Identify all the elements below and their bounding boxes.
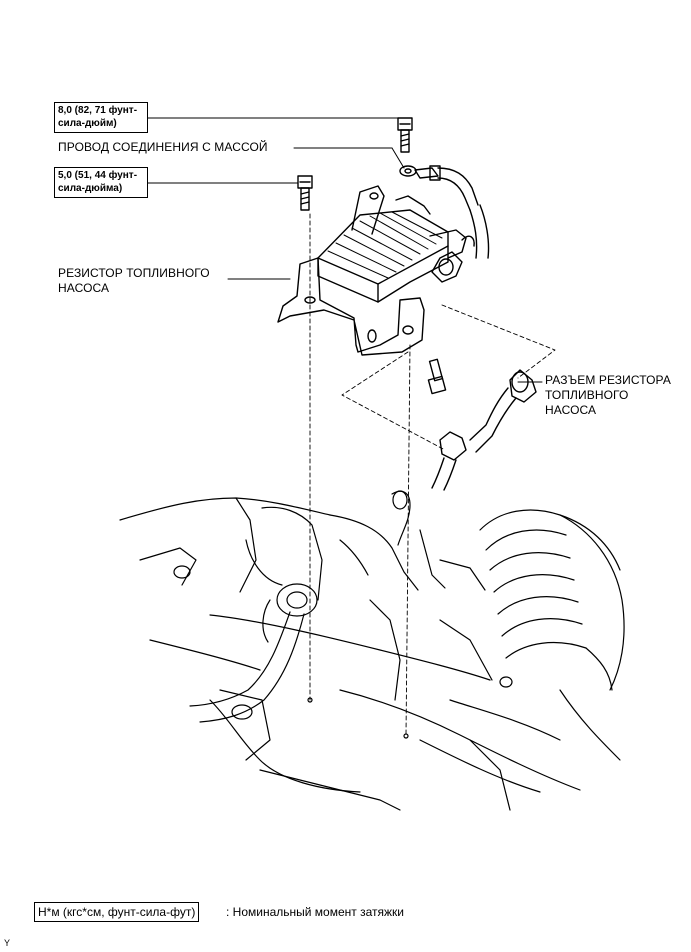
- ground-wire-callout: ПРОВОД СОЕДИНЕНИЯ С МАССОЙ: [58, 140, 268, 154]
- resistor-callout-line2: НАСОСА: [58, 281, 110, 295]
- vehicle-body: [119, 490, 625, 811]
- resistor-bracket: [277, 185, 431, 356]
- connector-harness: [431, 369, 537, 491]
- dashed-alignment-lines: [309, 213, 556, 736]
- torque-legend-box: Н*м (кгс*см, фунт-сила-фут): [34, 902, 200, 922]
- resistor-callout: РЕЗИСТОР ТОПЛИВНОГО НАСОСА: [58, 266, 210, 296]
- torque-label-upper-bolt: 8,0 (82, 71 фунт- сила-дюйм): [54, 102, 148, 133]
- torque-lower-line2: сила-дюйма): [58, 183, 123, 194]
- upper-bolt-icon: [397, 117, 413, 153]
- resistor-callout-line1: РЕЗИСТОР ТОПЛИВНОГО: [58, 266, 210, 280]
- connector-callout: РАЗЪЕМ РЕЗИСТОРА ТОПЛИВНОГО НАСОСА: [545, 373, 671, 418]
- connector-callout-line2: ТОПЛИВНОГО: [545, 388, 629, 402]
- mounting-bolt-icon: [427, 358, 447, 395]
- ground-wire-icon: [399, 165, 490, 259]
- connector-callout-line1: РАЗЪЕМ РЕЗИСТОРА: [545, 373, 671, 387]
- torque-upper-line1: 8,0 (82, 71 фунт-: [58, 105, 138, 116]
- corner-mark: Y: [4, 938, 11, 948]
- torque-legend-text: : Номинальный момент затяжки: [226, 905, 404, 919]
- torque-lower-line1: 5,0 (51, 44 фунт-: [58, 170, 138, 181]
- lower-bolt-icon: [297, 175, 313, 211]
- leader-lines: [147, 117, 543, 383]
- torque-label-lower-bolt: 5,0 (51, 44 фунт- сила-дюйма): [54, 167, 148, 198]
- connector-callout-line3: НАСОСА: [545, 403, 597, 417]
- torque-upper-line2: сила-дюйм): [58, 118, 117, 129]
- resistor-body: [317, 209, 475, 303]
